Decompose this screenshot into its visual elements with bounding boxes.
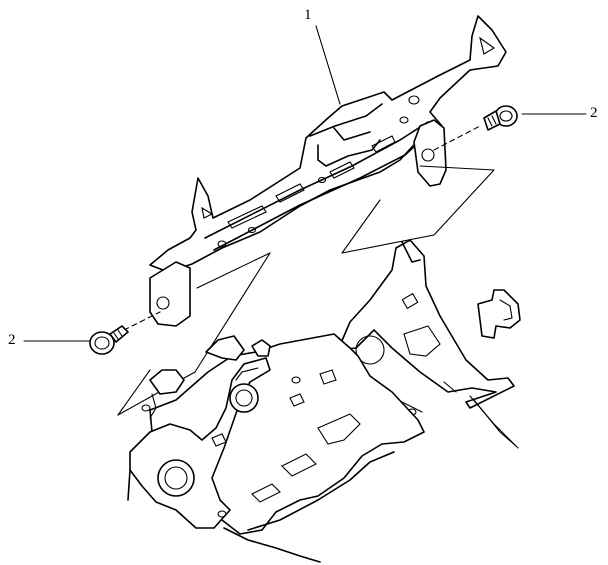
leader-line-1 (315, 25, 341, 105)
part-2-screw-left (89, 325, 129, 355)
part-2-screw-right (483, 105, 518, 131)
callout-label-2-right: 2 (590, 105, 598, 121)
part-1-mounting-bracket (149, 15, 507, 327)
lower-chassis-frame (127, 239, 521, 563)
callout-label-2-left: 2 (8, 332, 16, 348)
callout-leader-lines (23, 25, 587, 342)
callout-label-1: 1 (304, 7, 312, 23)
